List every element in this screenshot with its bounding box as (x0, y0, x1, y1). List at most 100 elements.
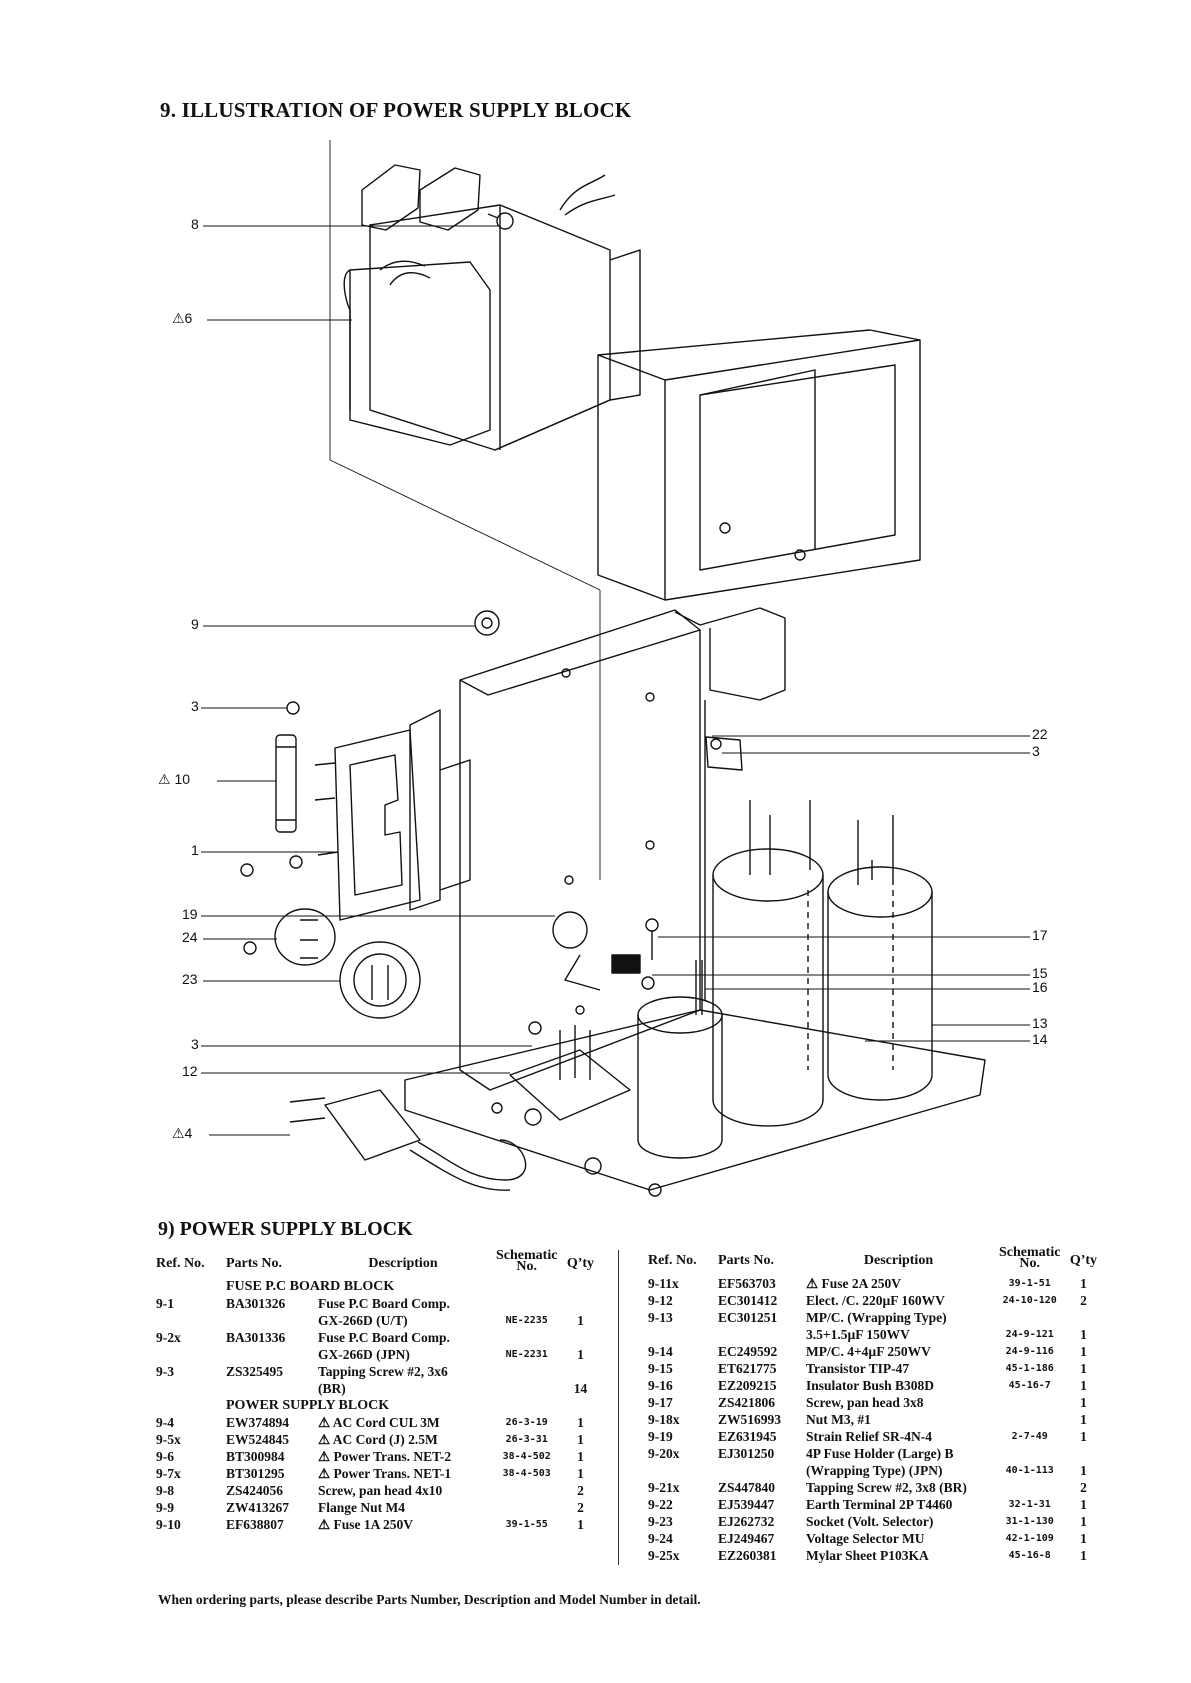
schematic-cell (492, 1380, 561, 1397)
schematic-cell (492, 1482, 561, 1499)
qty-cell: 1 (1080, 1531, 1087, 1546)
description-cell: (BR) (318, 1381, 346, 1396)
transistor-assembly (552, 911, 659, 991)
description-cell: Transistor TIP-47 (806, 1361, 910, 1376)
ref-cell (644, 1326, 714, 1343)
schematic-cell: 40-1-113 (1005, 1465, 1054, 1476)
description-cell: Screw, pan head 3x8 (806, 1395, 924, 1410)
group-heading: FUSE P.C BOARD BLOCK (226, 1279, 395, 1294)
schematic-cell: 24-10-120 (1002, 1295, 1057, 1306)
description-cell: ⚠ AC Cord (J) 2.5M (318, 1432, 438, 1447)
group-heading: POWER SUPPLY BLOCK (226, 1398, 390, 1413)
description-cell: Fuse P.C Board Comp. (318, 1330, 450, 1345)
col-qty: Q’ty (566, 1256, 595, 1271)
description-cell: Insulator Bush B308D (806, 1378, 935, 1393)
part-no-cell: EC301251 (718, 1310, 778, 1325)
col-ref: Ref. No. (648, 1253, 697, 1268)
ref-cell: 9-8 (156, 1483, 174, 1498)
ordering-note: When ordering parts, please describe Par… (158, 1592, 701, 1607)
chassis-plate (409, 607, 786, 1091)
col-desc: Description (863, 1253, 934, 1268)
part-no-cell: EZ209215 (718, 1378, 777, 1393)
description-cell: (Wrapping Type) (JPN) (806, 1463, 943, 1478)
table-header: Ref. No. Parts No. Description Schematic… (644, 1246, 1102, 1275)
qty-cell: 1 (577, 1415, 584, 1430)
description-cell: Flange Nut M4 (318, 1500, 405, 1515)
description-cell: Strain Relief SR-4N-4 (806, 1429, 932, 1444)
part-no-cell: EZ260381 (718, 1548, 777, 1563)
callout-6: ⚠6 (172, 310, 193, 326)
part-no-cell (714, 1326, 802, 1343)
schematic-cell (492, 1295, 561, 1312)
callout-3: 3 (191, 698, 199, 714)
qty-cell: 1 (1080, 1361, 1087, 1376)
ref-cell: 9-21x (648, 1480, 680, 1495)
schematic-cell: 2-7-49 (1011, 1431, 1048, 1442)
group-heading-row: FUSE P.C BOARD BLOCK (152, 1278, 599, 1295)
parts-table-right: Ref. No. Parts No. Description Schematic… (644, 1246, 1102, 1564)
schematic-cell (995, 1445, 1064, 1462)
qty-cell: 1 (1080, 1514, 1087, 1529)
qty-cell: 1 (1080, 1276, 1087, 1291)
callout-19: 19 (182, 906, 198, 922)
description-cell: Tapping Screw #2, 3x8 (BR) (806, 1480, 967, 1495)
part-no-cell: EW524845 (226, 1432, 290, 1447)
part-no-cell: BA301336 (226, 1330, 286, 1345)
part-no-cell: BT301295 (226, 1466, 285, 1481)
col-parts: Parts No. (226, 1256, 282, 1271)
ref-cell: 9-16 (648, 1378, 673, 1393)
power-supply-exploded-diagram (201, 140, 1030, 1197)
description-cell: MP/C. 4+4µF 250WV (806, 1344, 931, 1359)
qty-cell: 1 (577, 1449, 584, 1464)
qty-cell: 1 (1080, 1327, 1087, 1342)
part-no-cell: EJ539447 (718, 1497, 775, 1512)
callout-4: ⚠4 (172, 1125, 193, 1141)
ref-cell: 9-6 (156, 1449, 174, 1464)
part-no-cell (222, 1380, 314, 1397)
qty-cell (561, 1363, 599, 1380)
ref-cell: 9-25x (648, 1548, 680, 1563)
part-no-cell: EC249592 (718, 1344, 778, 1359)
ref-cell: 9-10 (156, 1517, 181, 1532)
schematic-cell: NE-2231 (505, 1349, 548, 1360)
callout-8: 8 (191, 216, 199, 232)
part-no-cell: ZS325495 (226, 1364, 284, 1379)
part-no-cell (222, 1312, 314, 1329)
power-transformer (343, 174, 641, 451)
callout-10: ⚠ 10 (158, 771, 191, 787)
ref-cell: 9-20x (648, 1446, 680, 1461)
ref-cell: 9-3 (156, 1364, 174, 1379)
page-title: 9. ILLUSTRATION OF POWER SUPPLY BLOCK (160, 98, 632, 122)
ref-cell: 9-5x (156, 1432, 181, 1447)
part-no-cell: ET621775 (718, 1361, 777, 1376)
fuse (275, 734, 297, 833)
schematic-cell: 42-1-109 (1005, 1533, 1054, 1544)
qty-cell: 1 (1080, 1429, 1087, 1444)
schematic-cell: 31-1-130 (1005, 1516, 1054, 1527)
callout-3c: 3 (1032, 743, 1040, 759)
voltage-selector (274, 908, 336, 966)
schematic-cell: 38-4-503 (502, 1468, 551, 1479)
schematic-cell (492, 1329, 561, 1346)
schematic-cell (995, 1309, 1064, 1326)
ref-cell: 9-22 (648, 1497, 673, 1512)
ref-cell: 9-2x (156, 1330, 181, 1345)
